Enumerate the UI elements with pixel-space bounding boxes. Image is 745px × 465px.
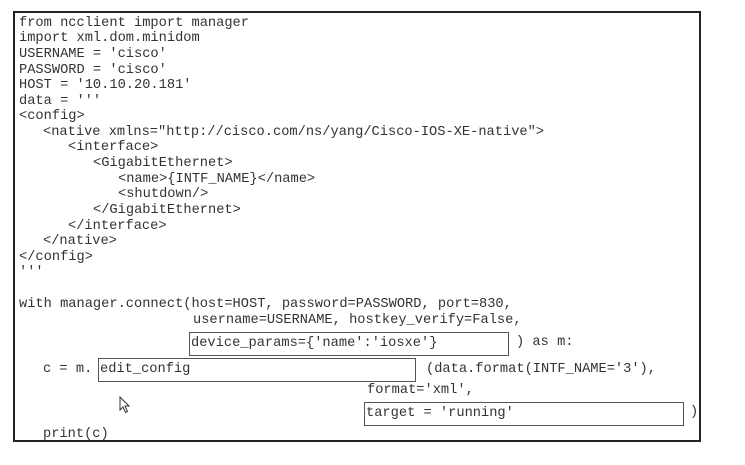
code-line: <config> bbox=[19, 109, 85, 124]
code-panel bbox=[13, 11, 701, 442]
code-line: </config> bbox=[19, 250, 93, 265]
code-line: <interface> bbox=[68, 140, 159, 155]
code-line: USERNAME = 'cisco' bbox=[19, 47, 167, 62]
code-line: data = ''' bbox=[19, 94, 102, 109]
code-line: print(c) bbox=[43, 427, 109, 442]
drop-box-method[interactable]: edit_config bbox=[98, 358, 416, 382]
code-line: from ncclient import manager bbox=[19, 16, 249, 31]
answer-device-params[interactable]: device_params={'name':'iosxe'} bbox=[191, 336, 438, 351]
code-line: </native> bbox=[43, 234, 117, 249]
code-line: ) bbox=[690, 405, 699, 420]
code-line: </GigabitEthernet> bbox=[93, 203, 241, 218]
code-line: format='xml', bbox=[367, 383, 474, 398]
code-line: import xml.dom.minidom bbox=[19, 31, 200, 46]
code-line: PASSWORD = 'cisco' bbox=[19, 63, 167, 78]
code-line: <native xmlns="http://cisco.com/ns/yang/… bbox=[43, 125, 545, 140]
code-line: (data.format(INTF_NAME='3'), bbox=[426, 362, 656, 377]
answer-target[interactable]: target = 'running' bbox=[366, 406, 514, 421]
drop-box-device-params[interactable]: device_params={'name':'iosxe'} bbox=[189, 332, 509, 356]
drop-box-target[interactable]: target = 'running' bbox=[364, 402, 684, 426]
code-line: username=USERNAME, hostkey_verify=False, bbox=[193, 313, 522, 328]
code-line: </interface> bbox=[68, 219, 167, 234]
code-line: <name>{INTF_NAME}</name> bbox=[118, 172, 316, 187]
mouse-pointer-icon bbox=[119, 396, 131, 414]
code-line: with manager.connect(host=HOST, password… bbox=[19, 297, 512, 312]
answer-method[interactable]: edit_config bbox=[100, 362, 191, 377]
code-line: ''' bbox=[19, 265, 44, 280]
code-line: <GigabitEthernet> bbox=[93, 156, 233, 171]
code-line: <shutdown/> bbox=[118, 187, 209, 202]
code-line: ) as m: bbox=[516, 335, 574, 350]
code-line: HOST = '10.10.20.181' bbox=[19, 78, 192, 93]
code-line: c = m. bbox=[43, 362, 93, 377]
